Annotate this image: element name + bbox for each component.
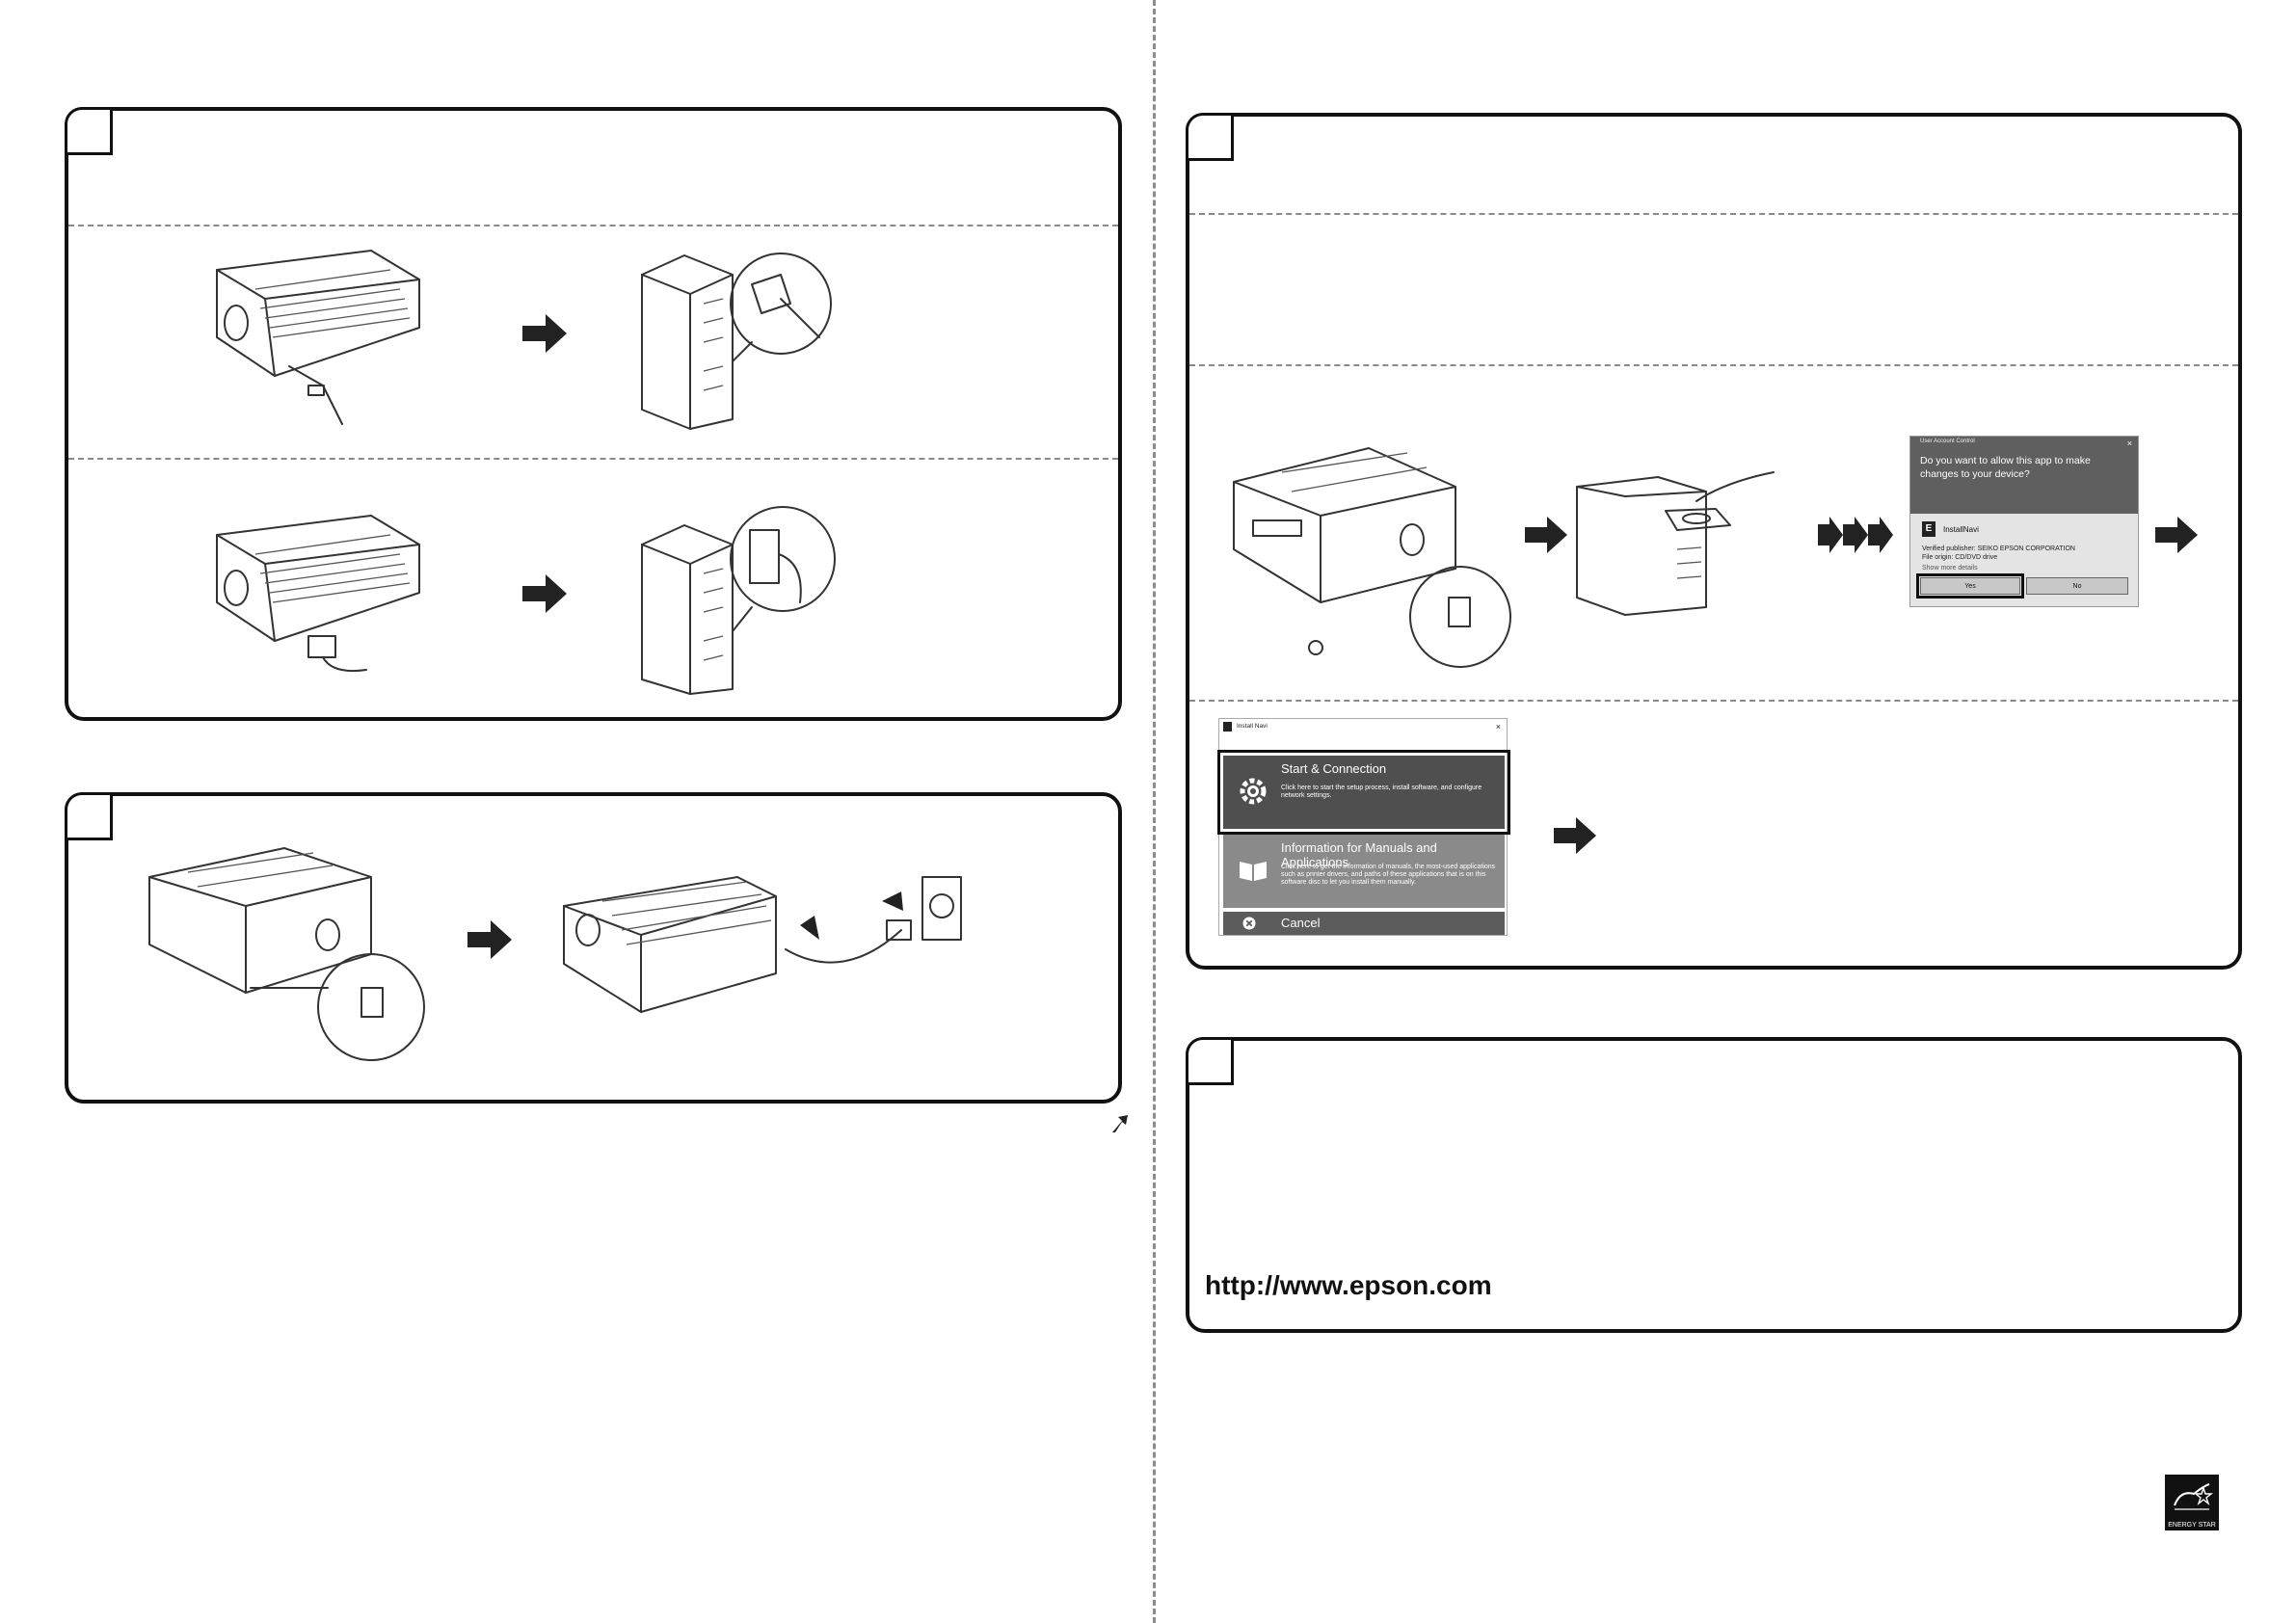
uac-app-name: InstallNavi xyxy=(1943,524,1979,534)
energy-star-label: ENERGY STAR xyxy=(2168,1522,2216,1529)
uac-publisher: Verified publisher: SEIKO EPSON CORPORAT… xyxy=(1922,545,2075,552)
panel-connect-power xyxy=(65,792,1122,1104)
book-icon xyxy=(1240,862,1267,881)
manuals-info-button[interactable]: Information for Manuals and Applications… xyxy=(1223,835,1505,908)
epson-url-link[interactable]: http://www.epson.com xyxy=(1205,1270,1492,1300)
start-connection-button[interactable]: Start & Connection Click here to start t… xyxy=(1217,750,1510,835)
uac-header: User Account Control × Do you want to al… xyxy=(1910,437,2138,514)
computer-usb-illustration xyxy=(641,253,832,430)
step-number-box xyxy=(65,107,113,155)
arrow-right-icon xyxy=(1525,517,1567,553)
computer-parallel-illustration xyxy=(641,506,836,695)
step-number-box xyxy=(1186,1037,1234,1085)
uac-dialog: User Account Control × Do you want to al… xyxy=(1909,436,2139,607)
fold-line xyxy=(1153,0,1156,1623)
start-connection-title: Start & Connection xyxy=(1281,761,1387,776)
energy-star-logo: ENERGY STAR xyxy=(2165,1475,2219,1530)
panel-help xyxy=(1186,1037,2242,1333)
navi-window-title: Install Navi xyxy=(1237,723,1268,730)
navi-close-button[interactable]: × xyxy=(1495,722,1501,732)
start-connection-description: Click here to start the setup process, i… xyxy=(1281,785,1482,799)
arrow-right-icon xyxy=(522,574,567,613)
step-number-box xyxy=(65,792,113,840)
uac-no-button[interactable]: No xyxy=(2026,577,2128,595)
uac-question: Do you want to allow this app to make ch… xyxy=(1920,455,2091,480)
arrow-right-icon xyxy=(2155,517,2198,553)
printer-power-switch-illustration xyxy=(148,847,425,1061)
triple-arrow-icon xyxy=(1818,517,1893,553)
divider xyxy=(1189,364,2238,366)
uac-origin: File origin: CD/DVD drive xyxy=(1922,554,1998,561)
install-navi-window: Install Navi × Start & Connection Click … xyxy=(1217,718,1510,936)
divider xyxy=(1189,213,2238,215)
printer-usb-illustration xyxy=(216,250,420,425)
printer-power-cord-illustration xyxy=(563,876,962,1013)
epson-app-icon: E xyxy=(1922,521,1936,537)
star-icon xyxy=(2174,1483,2213,1510)
arrow-right-icon xyxy=(1554,817,1596,854)
navi-titlebar: Install Navi × xyxy=(1219,719,1507,734)
divider xyxy=(1189,700,2238,702)
printer-on-illustration xyxy=(1233,447,1511,668)
uac-window-title: User Account Control xyxy=(1920,439,1975,444)
uac-app-row: E InstallNavi xyxy=(1922,521,1979,537)
printer-parallel-illustration xyxy=(216,515,420,673)
arrow-right-icon xyxy=(467,920,512,959)
manuals-info-description: Click here to get the information of man… xyxy=(1281,864,1496,886)
divider xyxy=(68,458,1118,460)
uac-publisher-info: Verified publisher: SEIKO EPSON CORPORAT… xyxy=(1922,545,2075,562)
arrow-right-icon xyxy=(522,314,567,353)
uac-more-details-link[interactable]: Show more details xyxy=(1922,565,1978,572)
cancel-label: Cancel xyxy=(1281,916,1321,930)
uac-yes-button[interactable]: Yes xyxy=(1916,573,2024,599)
uac-close-button[interactable]: × xyxy=(2126,439,2132,448)
gear-icon xyxy=(1240,778,1267,805)
epson-app-icon xyxy=(1223,722,1232,732)
cancel-button[interactable]: Cancel xyxy=(1223,912,1505,935)
computer-disc-insert-illustration xyxy=(1576,471,1775,616)
divider xyxy=(68,225,1118,226)
turn-page-arrow-icon xyxy=(1112,1115,1128,1132)
manuals-info-title: Information for Manuals and Applications xyxy=(1281,840,1437,869)
step-number-box xyxy=(1186,113,1234,161)
close-circle-icon xyxy=(1242,917,1256,930)
